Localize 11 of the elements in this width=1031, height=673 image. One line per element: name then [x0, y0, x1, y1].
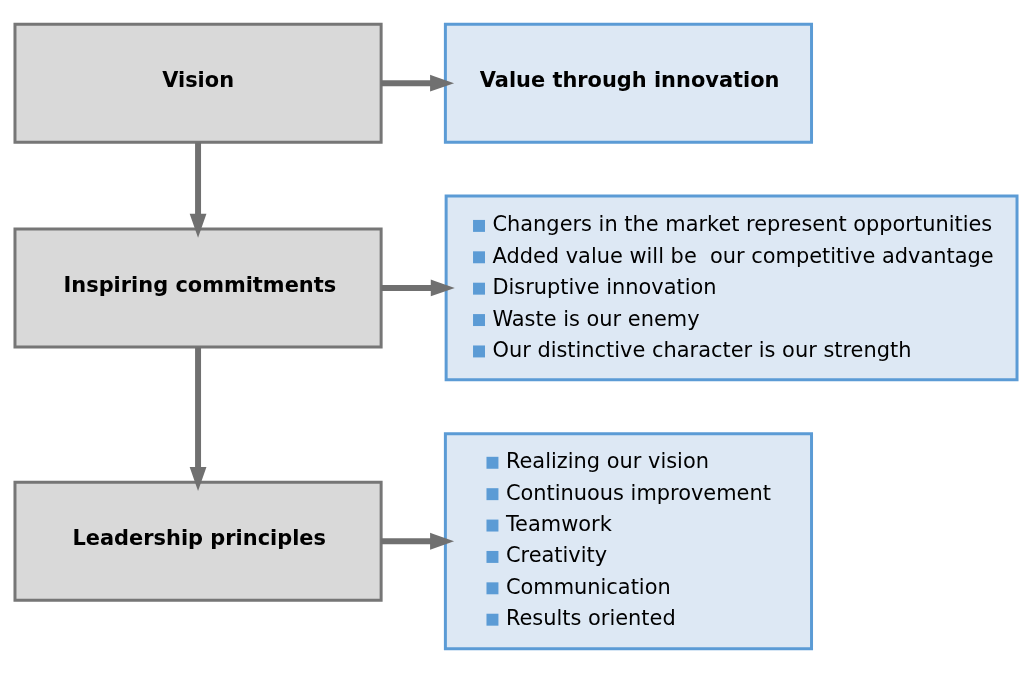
- node-box: Changers in the market represent opportunities Added value will be our competitive advantage Disruptive innovation Waste is our enemy Our distinctive character is our strength: [444, 194, 1018, 382]
- node-box: Vision: [13, 22, 383, 144]
- arrow: [380, 532, 454, 550]
- node-box: Inspiring commitments: [13, 227, 383, 349]
- node-box: Leadership principles: [13, 480, 383, 602]
- node-box: Realizing our vision Continuous improvement Teamwork Creativity Communication Results oriented: [443, 432, 813, 651]
- arrow: [189, 347, 206, 492]
- node-box: Value through innovation: [443, 22, 813, 144]
- arrow: [189, 142, 206, 238]
- arrow: [380, 74, 454, 92]
- arrow: [380, 279, 455, 297]
